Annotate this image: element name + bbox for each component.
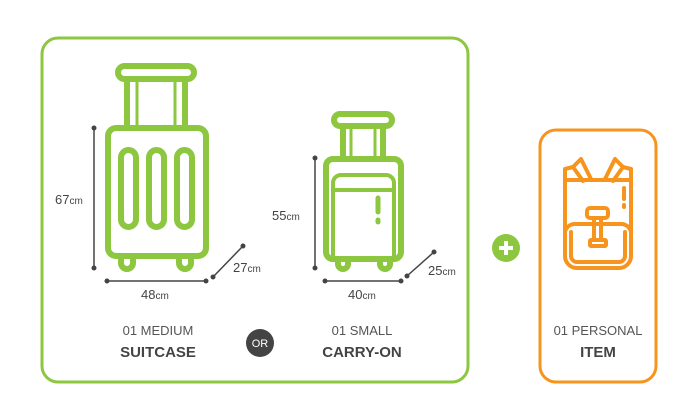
carry-on-width: 40 xyxy=(348,287,362,302)
carry-on-depth: 25 xyxy=(428,263,442,278)
svg-text:40cm: 40cm xyxy=(348,287,376,302)
svg-text:67cm: 67cm xyxy=(55,192,83,207)
suitcase-dimensions: 67cm 48cm 27cm xyxy=(55,125,261,302)
personal-item-panel xyxy=(538,128,658,384)
svg-text:25cm: 25cm xyxy=(428,263,456,278)
suitcase-qty-label: 01 MEDIUM xyxy=(123,323,194,338)
svg-text:27cm: 27cm xyxy=(233,260,261,275)
plus-icon xyxy=(492,234,520,262)
backpack-icon xyxy=(563,157,633,270)
carry-on-name: CARRY-ON xyxy=(322,344,401,361)
svg-text:48cm: 48cm xyxy=(141,287,169,302)
carry-on-icon xyxy=(323,111,404,272)
svg-text:55cm: 55cm xyxy=(272,208,300,223)
suitcase-width: 48 xyxy=(141,287,155,302)
svg-text:OR: OR xyxy=(252,338,269,350)
carry-on-qty-label: 01 SMALL xyxy=(332,323,393,338)
carry-on-height: 55 xyxy=(272,208,286,223)
personal-item-qty-label: 01 PERSONAL xyxy=(554,323,643,338)
or-badge: OR xyxy=(246,329,274,357)
suitcase-depth: 27 xyxy=(233,260,247,275)
suitcase-icon xyxy=(105,63,209,272)
personal-item-name: ITEM xyxy=(580,344,616,361)
carry-on-dimensions: 55cm 40cm 25cm xyxy=(272,155,456,302)
checked-luggage-panel xyxy=(40,36,470,384)
suitcase-name: SUITCASE xyxy=(120,344,196,361)
suitcase-height: 67 xyxy=(55,192,69,207)
